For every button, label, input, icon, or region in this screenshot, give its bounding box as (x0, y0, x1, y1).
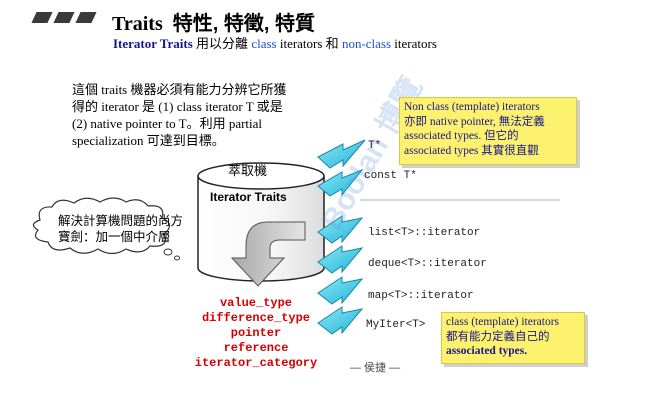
input-label-const-T-ptr: const T* (364, 170, 417, 182)
thought-line: 解決計算機問題的尚方 (58, 214, 184, 228)
note-class: class (template) iterators 都有能力定義自己的 ass… (441, 312, 585, 364)
thought-bubble (32, 197, 171, 255)
output-difference-type: difference_type (201, 311, 311, 325)
input-arrow-2 (317, 168, 364, 197)
intro-note-line: 這個 traits 機器必須有能力分辨它所獲 (72, 82, 287, 97)
thought-dot (174, 255, 180, 261)
subtitle-class: class (251, 36, 277, 51)
input-label-T-ptr: T* (368, 140, 382, 152)
subtitle-non-class: non-class (341, 36, 392, 51)
machine-caption: 萃取機 (228, 163, 268, 178)
title-cjk: 特性, 特徵, 特質 (172, 13, 315, 35)
input-arrow-4 (317, 245, 364, 274)
thought-line: 寶劍：加一個中介層 (58, 230, 171, 244)
subtitle-iterator-traits: Iterator Traits (113, 36, 193, 51)
machine-label: Iterator Traits (210, 190, 287, 204)
input-label-list-iterator: list<T>::iterator (368, 227, 481, 239)
thought-text: 解決計算機問題的尚方 寶劍：加一個中介層 (58, 213, 183, 245)
input-arrow-6 (317, 306, 364, 335)
input-arrow-5 (317, 276, 364, 305)
thought-dot (163, 248, 173, 256)
intro-note-line: (2) native pointer to T。利用 partial (72, 116, 263, 131)
input-arrow-1 (317, 139, 366, 169)
output-reference: reference (223, 341, 289, 355)
output-types: value_type difference_type pointer refer… (186, 296, 326, 371)
intro-note-line: 得的 iterator 是 (1) class iterator T 或是 (72, 99, 283, 114)
input-label-deque-iterator: deque<T>::iterator (368, 258, 487, 270)
note-line: associated types 其實很直觀 (404, 144, 539, 157)
output-value-type: value_type (219, 296, 292, 310)
note-non-class: Non class (template) iterators 亦即 native… (399, 97, 577, 165)
note-line: class (template) iterators (446, 316, 560, 328)
input-label-myiter: MyIter<T> (366, 319, 426, 331)
input-arrow-3 (317, 215, 364, 244)
subtitle: Iterator Traits 用以分離 class iterators 和 n… (113, 33, 437, 52)
output-iterator-category: iterator_category (194, 356, 318, 370)
output-pointer: pointer (230, 326, 282, 340)
page-title: Traits 特性, 特徵, 特質 (112, 7, 315, 36)
note-line: 都有能力定義自己的 (446, 330, 550, 343)
input-arrows (317, 139, 366, 335)
subtitle-text-3: iterators (391, 36, 437, 51)
note-line: 亦即 native pointer, 無法定義 (404, 115, 545, 128)
intro-note: 這個 traits 機器必須有能力分辨它所獲 得的 iterator 是 (1)… (72, 81, 287, 149)
title-text: Traits (112, 13, 163, 35)
output-curved-arrow (230, 221, 306, 287)
subtitle-text-1: 用以分離 (192, 36, 252, 51)
footer-author: — 侯捷 — (350, 362, 401, 374)
note-line: Non class (template) iterators (404, 101, 540, 113)
subtitle-text-2: iterators 和 (276, 36, 342, 51)
note-line: associated types. 但它的 (404, 130, 519, 142)
intro-note-line: specialization 可達到目標。 (72, 133, 225, 148)
note-line: associated types. (446, 345, 528, 357)
input-label-map-iterator: map<T>::iterator (368, 290, 474, 302)
